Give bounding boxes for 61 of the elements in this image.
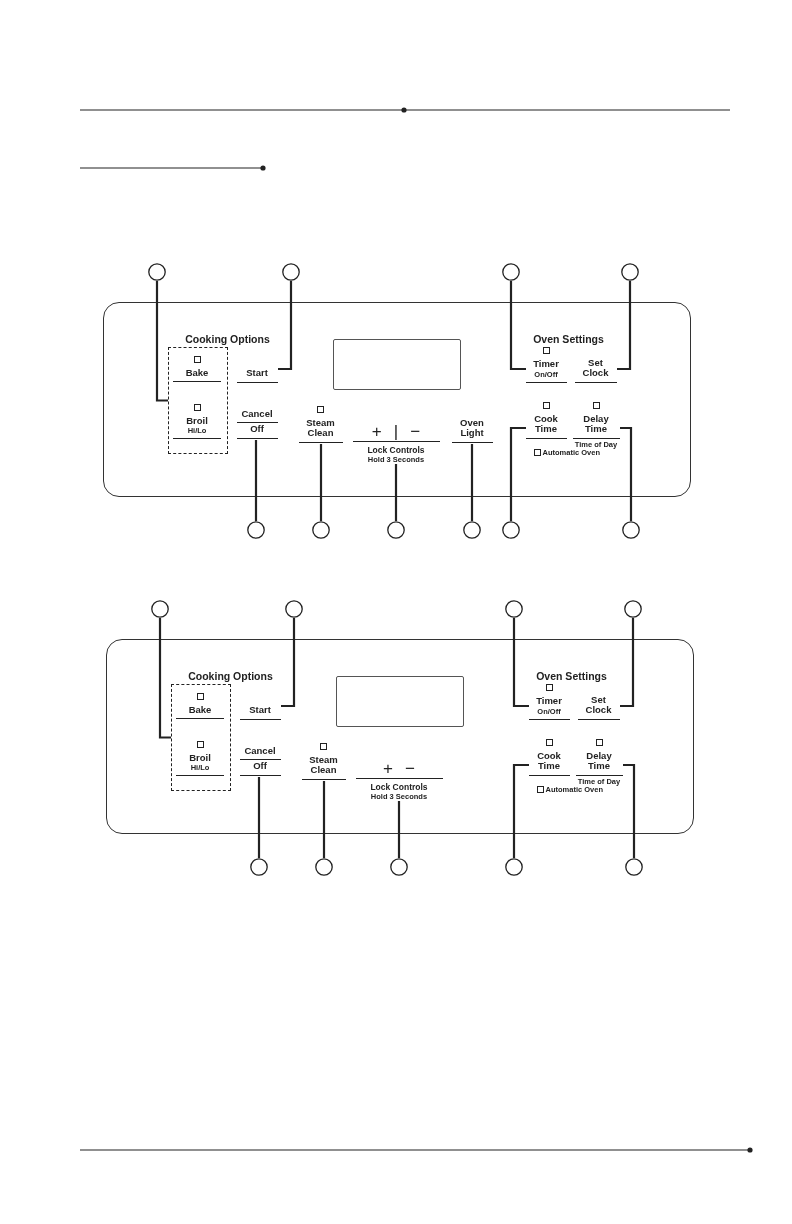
leader-line [509,281,526,371]
key-label: Cancel [236,408,278,423]
section-heading: Oven Settings [533,332,604,345]
leader-line [394,464,398,521]
key-symbol: | [392,422,400,441]
key-label: Cancel [239,745,281,760]
key-label: Oven Light [451,417,493,443]
key-label: Delay Time [575,750,623,776]
key-symbol: − [404,759,416,778]
leader-line [623,763,636,858]
control-key [301,740,346,781]
display-window [335,675,464,727]
key-label: Bake [173,367,221,382]
key-label: Set Clock [577,694,620,720]
leader-line [278,281,293,371]
option-group-outline [167,346,228,454]
key-label: Bake [176,704,224,719]
key-label: Set Clock [574,357,617,383]
section-heading: Oven Settings [536,669,607,682]
control-key [236,409,278,440]
key-label: Broil [189,752,211,763]
control-panel [106,639,694,834]
leader-line [319,444,323,521]
key-label: Delay Time [572,413,620,439]
key-label: Broil [186,415,208,426]
leader-line [512,763,529,858]
leader-line [257,777,261,858]
leader-line [158,618,171,739]
leader-line [617,281,632,371]
section-heading: Cooking Options [188,669,273,682]
key-label: Off [239,761,281,776]
key-symbol: + [370,422,383,441]
display-window [332,338,461,390]
key-label: Timer [536,696,562,707]
key-label: Steam Clean [298,417,343,443]
key-label: Timer [533,359,559,370]
leader-line [620,426,633,521]
leader-line [620,618,635,708]
key-label: Lock Controls [355,777,443,792]
key-symbol: + [382,759,394,778]
leader-line [509,426,526,521]
key-label: Start [236,368,278,383]
leader-line [322,781,326,858]
key-label: Steam Clean [301,754,346,780]
key-symbol: − [409,422,422,441]
key-label: Cook Time [528,750,570,776]
leader-line [281,618,296,708]
leader-line [155,281,168,402]
control-key [298,403,343,444]
control-panel [103,302,691,497]
key-label: Start [239,705,281,720]
leader-line [512,618,529,708]
section-heading: Cooking Options [185,332,270,345]
key-label: Cook Time [525,413,567,439]
option-group-outline [170,683,231,791]
leader-line [470,444,474,521]
key-label: Off [236,424,278,439]
leader-line [254,440,258,521]
leader-line [397,801,401,858]
control-key [239,746,281,777]
key-label: Lock Controls [352,440,440,455]
